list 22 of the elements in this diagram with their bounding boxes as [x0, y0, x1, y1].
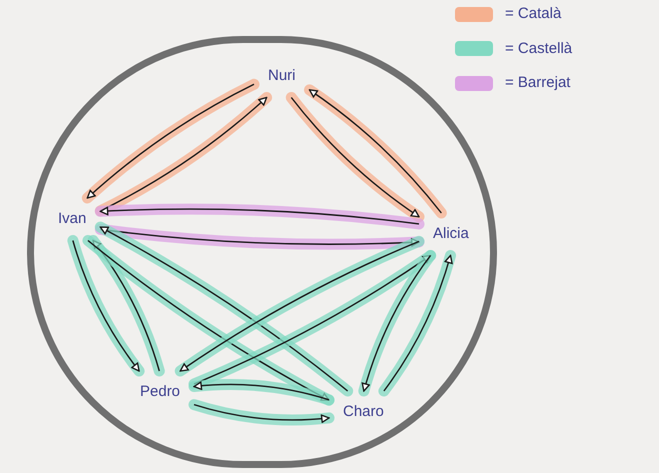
person-name: Pedro	[136, 381, 184, 404]
arrow	[82, 235, 334, 406]
legend-label: = Català	[505, 4, 562, 24]
arrow	[188, 399, 334, 426]
legend-label: = Barrejat	[505, 73, 570, 93]
arrow	[94, 204, 424, 230]
arrow	[378, 250, 456, 396]
legend-label: = Castellà	[505, 38, 572, 58]
arrow	[286, 92, 424, 222]
person-name: Charo	[339, 401, 388, 424]
arrow	[304, 84, 447, 218]
arrow	[358, 250, 436, 396]
arrow	[94, 222, 354, 396]
arrow	[94, 224, 424, 250]
arrow	[82, 78, 260, 204]
person-name: Alicia	[429, 223, 473, 246]
arrow	[67, 235, 145, 376]
arrow	[88, 235, 165, 376]
person-name: Ivan	[54, 208, 90, 230]
person-name: Nuri	[264, 65, 300, 88]
arrow	[188, 379, 334, 406]
arrow	[174, 236, 424, 376]
